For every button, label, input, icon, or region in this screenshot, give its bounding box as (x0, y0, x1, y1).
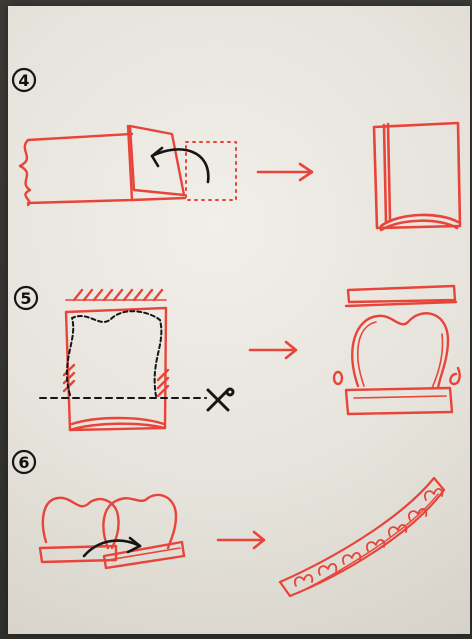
step-4: 4 (13, 69, 460, 230)
step-5-badge: 5 (15, 287, 37, 309)
step-6: 6 (13, 451, 444, 596)
step-4-badge: 4 (13, 69, 35, 91)
step-4-number: 4 (18, 71, 29, 90)
dotted-fold-area (186, 142, 236, 200)
tube-shape (64, 290, 168, 430)
heart-body-result (334, 286, 460, 414)
result-tube (374, 123, 460, 230)
right-arrow-icon (250, 342, 296, 358)
paper-strip (20, 126, 185, 205)
two-heart-pieces (40, 495, 184, 568)
step-6-badge: 6 (13, 451, 35, 473)
step-5-number: 5 (20, 289, 31, 308)
scissors-icon (208, 389, 233, 410)
cut-outline (67, 311, 161, 396)
step-5: 5 (15, 286, 460, 430)
heart-strip-result (280, 478, 444, 596)
right-arrow-icon (218, 532, 264, 548)
step-6-number: 6 (18, 453, 29, 472)
right-arrow-icon (258, 164, 312, 180)
